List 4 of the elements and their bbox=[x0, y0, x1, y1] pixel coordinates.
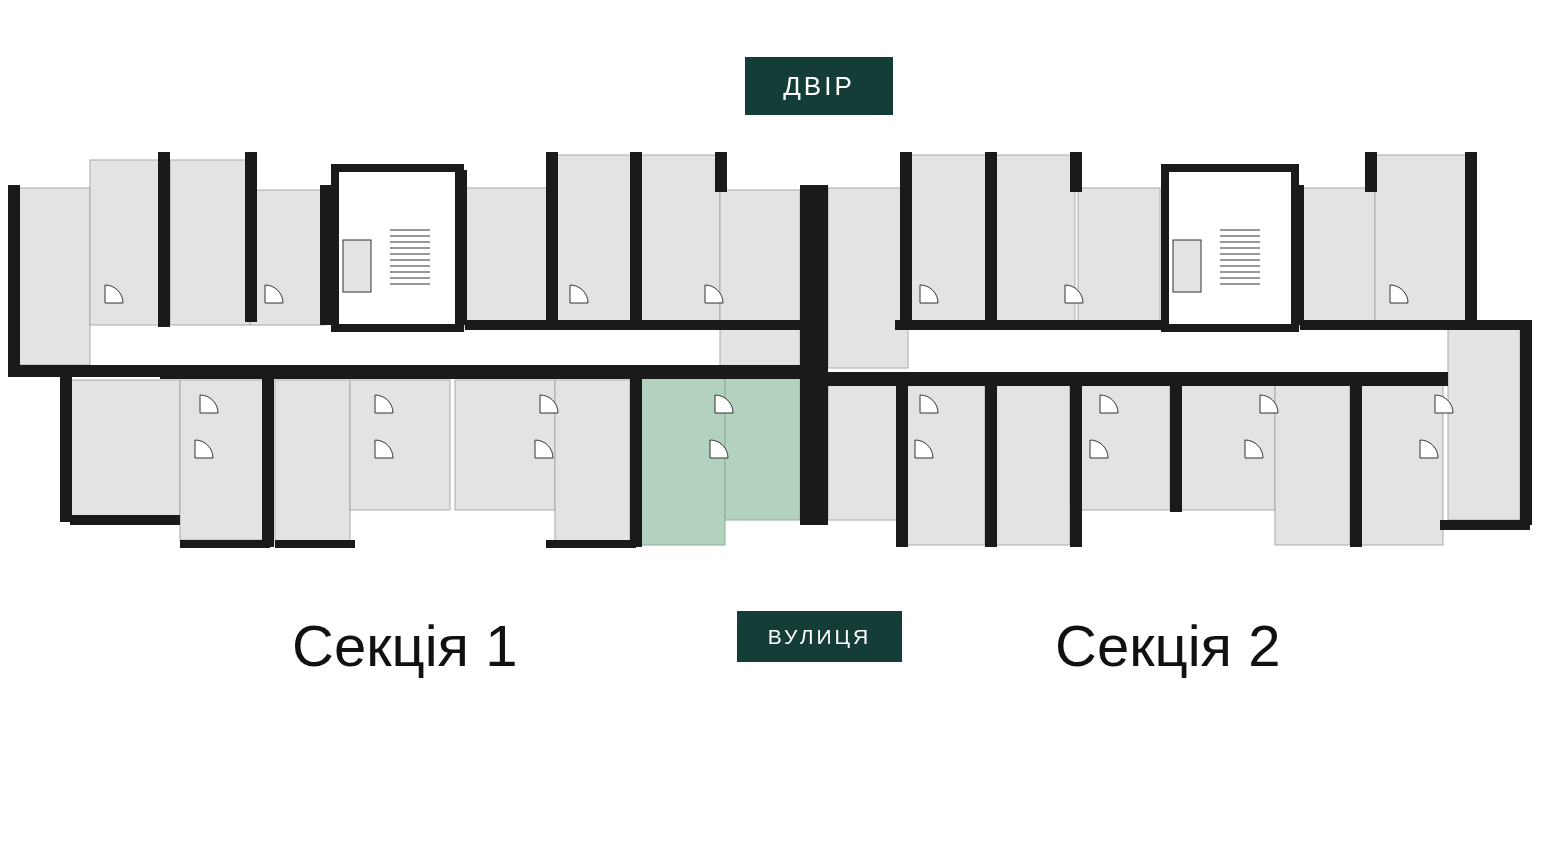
section-title: Секція 2 bbox=[1055, 612, 1281, 679]
label-badge: ВУЛИЦЯ bbox=[737, 611, 902, 662]
section-title: Секція 1 bbox=[292, 612, 518, 679]
label-badge: ДВІР bbox=[745, 57, 893, 115]
